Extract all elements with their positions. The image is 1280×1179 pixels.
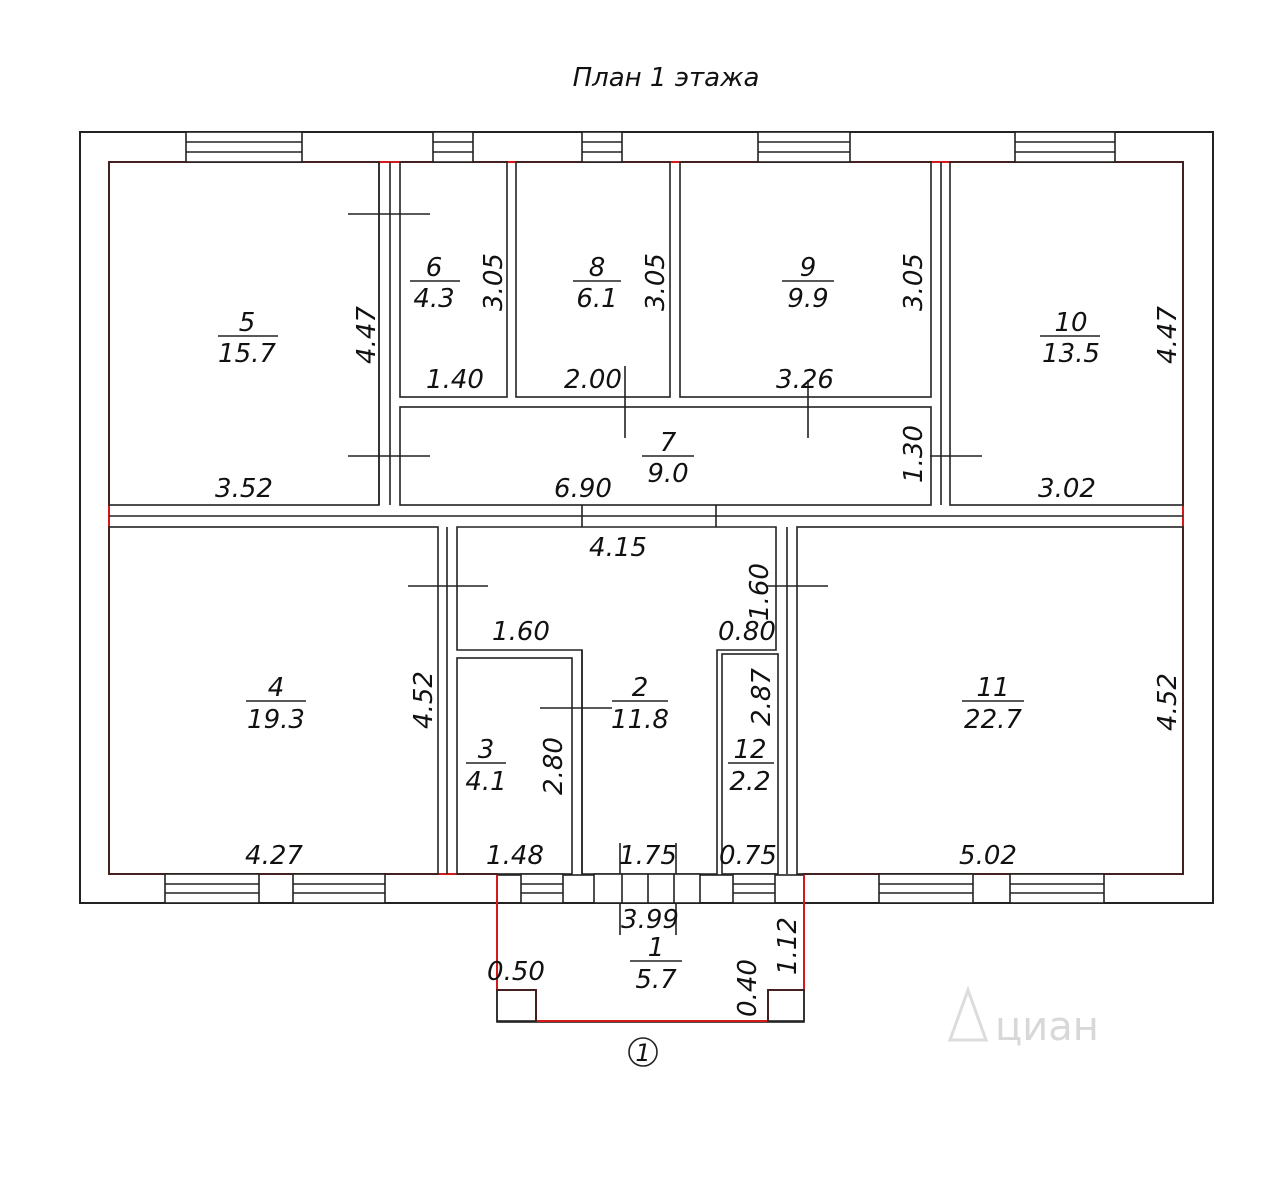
room-label-3: 3 4.1 [465,735,506,797]
svg-text:1: 1 [635,1039,650,1067]
porch-step [496,989,537,1022]
window [757,131,851,163]
dim-label: 2.80 [539,737,569,795]
room-label-2: 2 11.8 [611,673,669,735]
dim-label: 6.90 [554,474,612,504]
dim-label: 1.60 [745,563,775,621]
svg-text:7: 7 [660,428,677,458]
window [432,131,474,163]
room-4 [108,526,439,875]
svg-text:3: 3 [478,735,495,765]
dim-label: 1.40 [426,365,484,395]
dim-label: 4.52 [409,671,439,729]
svg-text:6: 6 [426,253,443,283]
dim-label: 4.47 [352,306,382,364]
dim-label: 0.40 [733,959,763,1017]
svg-text:5.7: 5.7 [635,965,677,995]
svg-text:4.3: 4.3 [413,284,454,314]
svg-text:12: 12 [733,735,766,765]
svg-text:2.2: 2.2 [729,767,770,797]
svg-text:9.9: 9.9 [787,284,828,314]
window [292,873,386,904]
svg-text:19.3: 19.3 [247,705,305,735]
dim-label: 0.80 [718,617,776,647]
svg-text:4.1: 4.1 [465,767,506,797]
svg-text:1: 1 [648,933,665,963]
dim-label: 5.02 [959,841,1017,871]
svg-text:циан: циан [995,1004,1099,1050]
dim-label: 2.87 [747,668,777,726]
dim-label: 1.12 [773,917,803,975]
room-label-8: 8 6.1 [573,253,621,314]
dim-label: 4.52 [1153,673,1183,731]
svg-text:9: 9 [800,253,817,283]
window [581,131,623,163]
watermark-logo: циан [947,985,1099,1050]
svg-text:22.7: 22.7 [964,705,1022,735]
dim-label: 4.47 [1153,306,1183,364]
svg-text:11: 11 [976,673,1009,703]
svg-text:10: 10 [1054,308,1087,338]
dim-label: 3.02 [1038,474,1096,504]
window [1014,131,1116,163]
room-label-4: 4 19.3 [246,673,306,735]
dim-label: 3.52 [215,474,273,504]
svg-text:13.5: 13.5 [1042,339,1100,369]
dim-label: 3.99 [621,905,679,935]
dim-label: 1.60 [492,617,550,647]
svg-text:11.8: 11.8 [611,705,669,735]
svg-text:2: 2 [632,673,649,703]
room-label-12: 12 2.2 [728,735,774,797]
room-11 [796,526,1184,875]
room-label-10: 10 13.5 [1040,308,1100,369]
dim-label: 3.26 [776,365,834,395]
window [878,873,974,904]
dim-label: 0.50 [487,957,545,987]
dim-label: 1.48 [486,841,544,871]
window [164,873,260,904]
dim-label: 1.30 [899,425,929,483]
dim-label: 4.15 [589,533,647,563]
room-2 [456,526,777,875]
dim-label: 3.05 [479,253,509,311]
room-label-6: 6 4.3 [410,253,460,314]
svg-text:8: 8 [589,253,606,283]
svg-text:5: 5 [239,308,256,338]
room-label-1: 1 5.7 [630,933,682,995]
dim-label: 3.05 [899,253,929,311]
room-label-7: 7 9.0 [642,428,694,489]
svg-text:9.0: 9.0 [647,459,688,489]
dim-label: 2.00 [564,365,622,395]
window [593,873,701,904]
dim-label: 1.75 [619,841,677,871]
porch-step [767,989,805,1022]
room-label-9: 9 9.9 [782,253,834,314]
window [732,873,776,904]
plan-title: План 1 этажа [573,63,760,93]
room-3 [456,657,573,875]
dim-label: 0.75 [719,841,777,871]
window [185,131,303,163]
svg-text:4: 4 [268,673,285,703]
window [520,873,564,904]
room-label-5: 5 15.7 [218,308,278,369]
svg-text:15.7: 15.7 [218,339,276,369]
outer-wall [79,131,1214,904]
dim-label: 3.05 [641,253,671,311]
svg-text:6.1: 6.1 [576,284,617,314]
entrance-marker: 1 [628,1037,658,1067]
window [1009,873,1105,904]
room-label-11: 11 22.7 [962,673,1024,735]
dim-label: 4.27 [245,841,303,871]
